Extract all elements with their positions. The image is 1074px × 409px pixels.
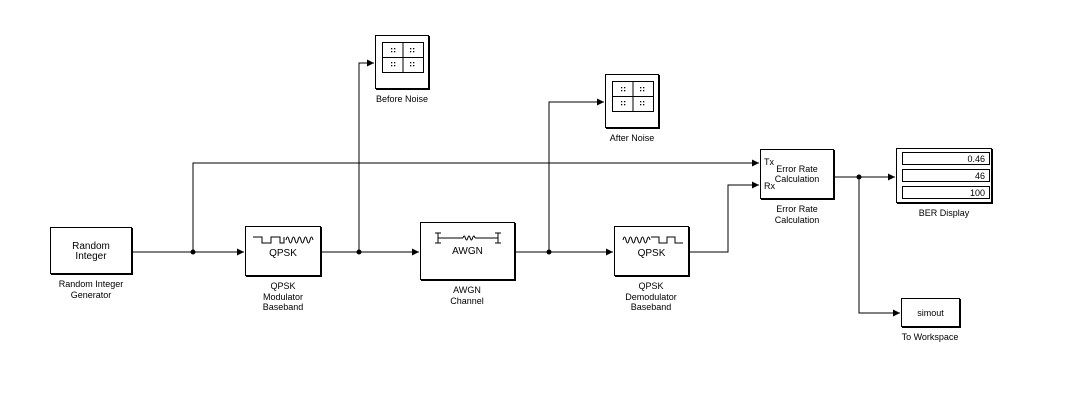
port-tx-label: Tx [764, 157, 774, 167]
error-rate-caption: Error Rate Calculation [774, 204, 820, 225]
after-noise-scope-block[interactable] [605, 74, 659, 128]
block-label-line: Calculation [774, 174, 820, 184]
demodulator-waveform-icon [622, 236, 683, 244]
ber-display-caption: BER Display [918, 208, 970, 218]
qpsk-modulator-caption: QPSK Modulator Baseband [262, 281, 304, 312]
constellation-icon [382, 42, 424, 73]
wire-to-workspace [858, 177, 900, 317]
to-workspace-caption: To Workspace [901, 332, 959, 342]
junction-dot [190, 249, 196, 255]
wire-to-before-noise [358, 59, 374, 252]
before-noise-caption: Before Noise [375, 94, 429, 104]
block-label-line: Error Rate [776, 164, 818, 174]
awgn-channel-block[interactable]: AWGN [420, 222, 515, 280]
after-noise-caption: After Noise [609, 133, 655, 143]
block-label-line: Integer [75, 251, 107, 262]
junction-dot [546, 249, 552, 255]
error-rate-calculation-block[interactable]: Tx Rx Error Rate Calculation [760, 149, 834, 199]
wire-source-to-tx [192, 159, 759, 252]
to-workspace-block[interactable]: simout [901, 298, 960, 327]
ber-display-block[interactable]: 0.46 46 100 [896, 148, 992, 203]
wire-demodulator-to-rx [689, 181, 759, 253]
awgn-caption: AWGN Channel [450, 285, 484, 306]
junction-dot [356, 249, 362, 255]
ber-value-row: 100 [902, 186, 990, 199]
random-integer-generator-block[interactable]: Random Integer [50, 227, 132, 274]
before-noise-scope-block[interactable] [375, 35, 429, 89]
qpsk-demodulator-label: QPSK [637, 248, 666, 259]
qpsk-modulator-block[interactable]: QPSK [245, 226, 321, 276]
modulator-waveform-icon [253, 236, 314, 244]
block-label-line: Random [72, 241, 110, 252]
ber-value-row: 46 [902, 169, 990, 182]
junction-dot [856, 174, 862, 180]
to-workspace-label: simout [917, 308, 944, 318]
wire-to-after-noise [548, 98, 604, 252]
random-integer-caption: Random Integer Generator [58, 279, 124, 300]
constellation-icon [612, 81, 654, 112]
qpsk-demodulator-caption: QPSK Demodulator Baseband [625, 281, 677, 312]
port-rx-label: Rx [764, 181, 775, 191]
qpsk-demodulator-block[interactable]: QPSK [614, 226, 689, 276]
ber-value-row: 0.46 [902, 152, 990, 165]
qpsk-modulator-label: QPSK [269, 248, 297, 259]
awgn-label: AWGN [452, 246, 483, 257]
channel-icon [435, 232, 501, 244]
